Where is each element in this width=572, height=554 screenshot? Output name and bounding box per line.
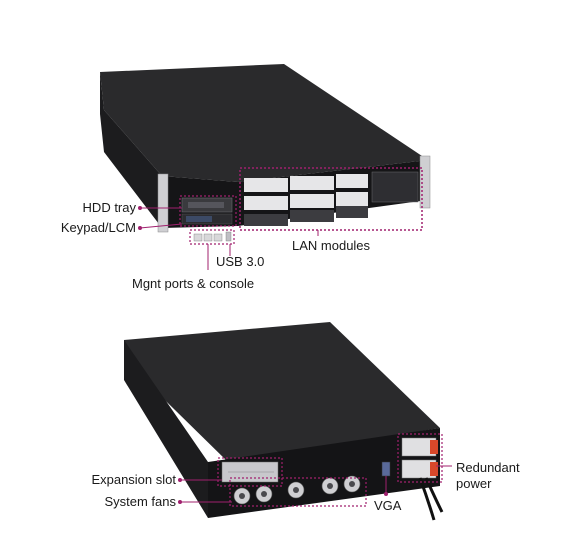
keypad-highlight [179,195,237,227]
lcm-screen [186,216,212,222]
front-chassis-top [100,64,428,182]
label-expansion-slot: Expansion slot [91,472,176,487]
leader-keypad [139,223,183,229]
right-rack-ear [419,155,431,209]
mgmt-highlight [189,229,235,245]
lan-modules-highlight [239,167,423,231]
mgmt-port-1 [193,233,203,242]
front-chassis-left-side [100,72,162,228]
left-rack-ear [157,173,169,233]
front-leader-dots [138,206,142,230]
vga-port [381,461,391,477]
mgmt-port-3 [213,233,223,242]
label-system-fans: System fans [104,494,176,509]
label-usb: USB 3.0 [216,254,265,269]
psu-1-handle [430,440,438,454]
front-leader-lines [139,207,319,270]
psu-highlight [397,433,443,483]
label-mgmt-ports: Mgnt ports & console [132,276,255,291]
label-lan-modules: LAN modules [292,238,371,253]
usb-port [225,231,232,242]
rear-leader-lines [180,465,452,503]
label-hdd-tray: HDD tray [82,200,136,215]
power-cord-2 [424,477,444,513]
label-vga: VGA [374,498,402,513]
label-redundant-power-line2: power [456,476,492,491]
front-chassis [100,64,431,245]
rear-leader-dots [178,478,388,504]
expansion-highlight [217,457,283,487]
rear-chassis [124,322,444,521]
hdd-tray-handle [188,202,224,208]
mgmt-port-2 [203,233,213,242]
rear-chassis-top [124,322,440,462]
fans-highlight [229,477,367,507]
psu-2-handle [430,462,438,476]
label-redundant-power-line1: Redundant [456,460,520,475]
rear-chassis-left-side [124,340,208,518]
lan-module-grid [244,171,419,226]
label-keypad-lcm: Keypad/LCM [60,220,136,235]
